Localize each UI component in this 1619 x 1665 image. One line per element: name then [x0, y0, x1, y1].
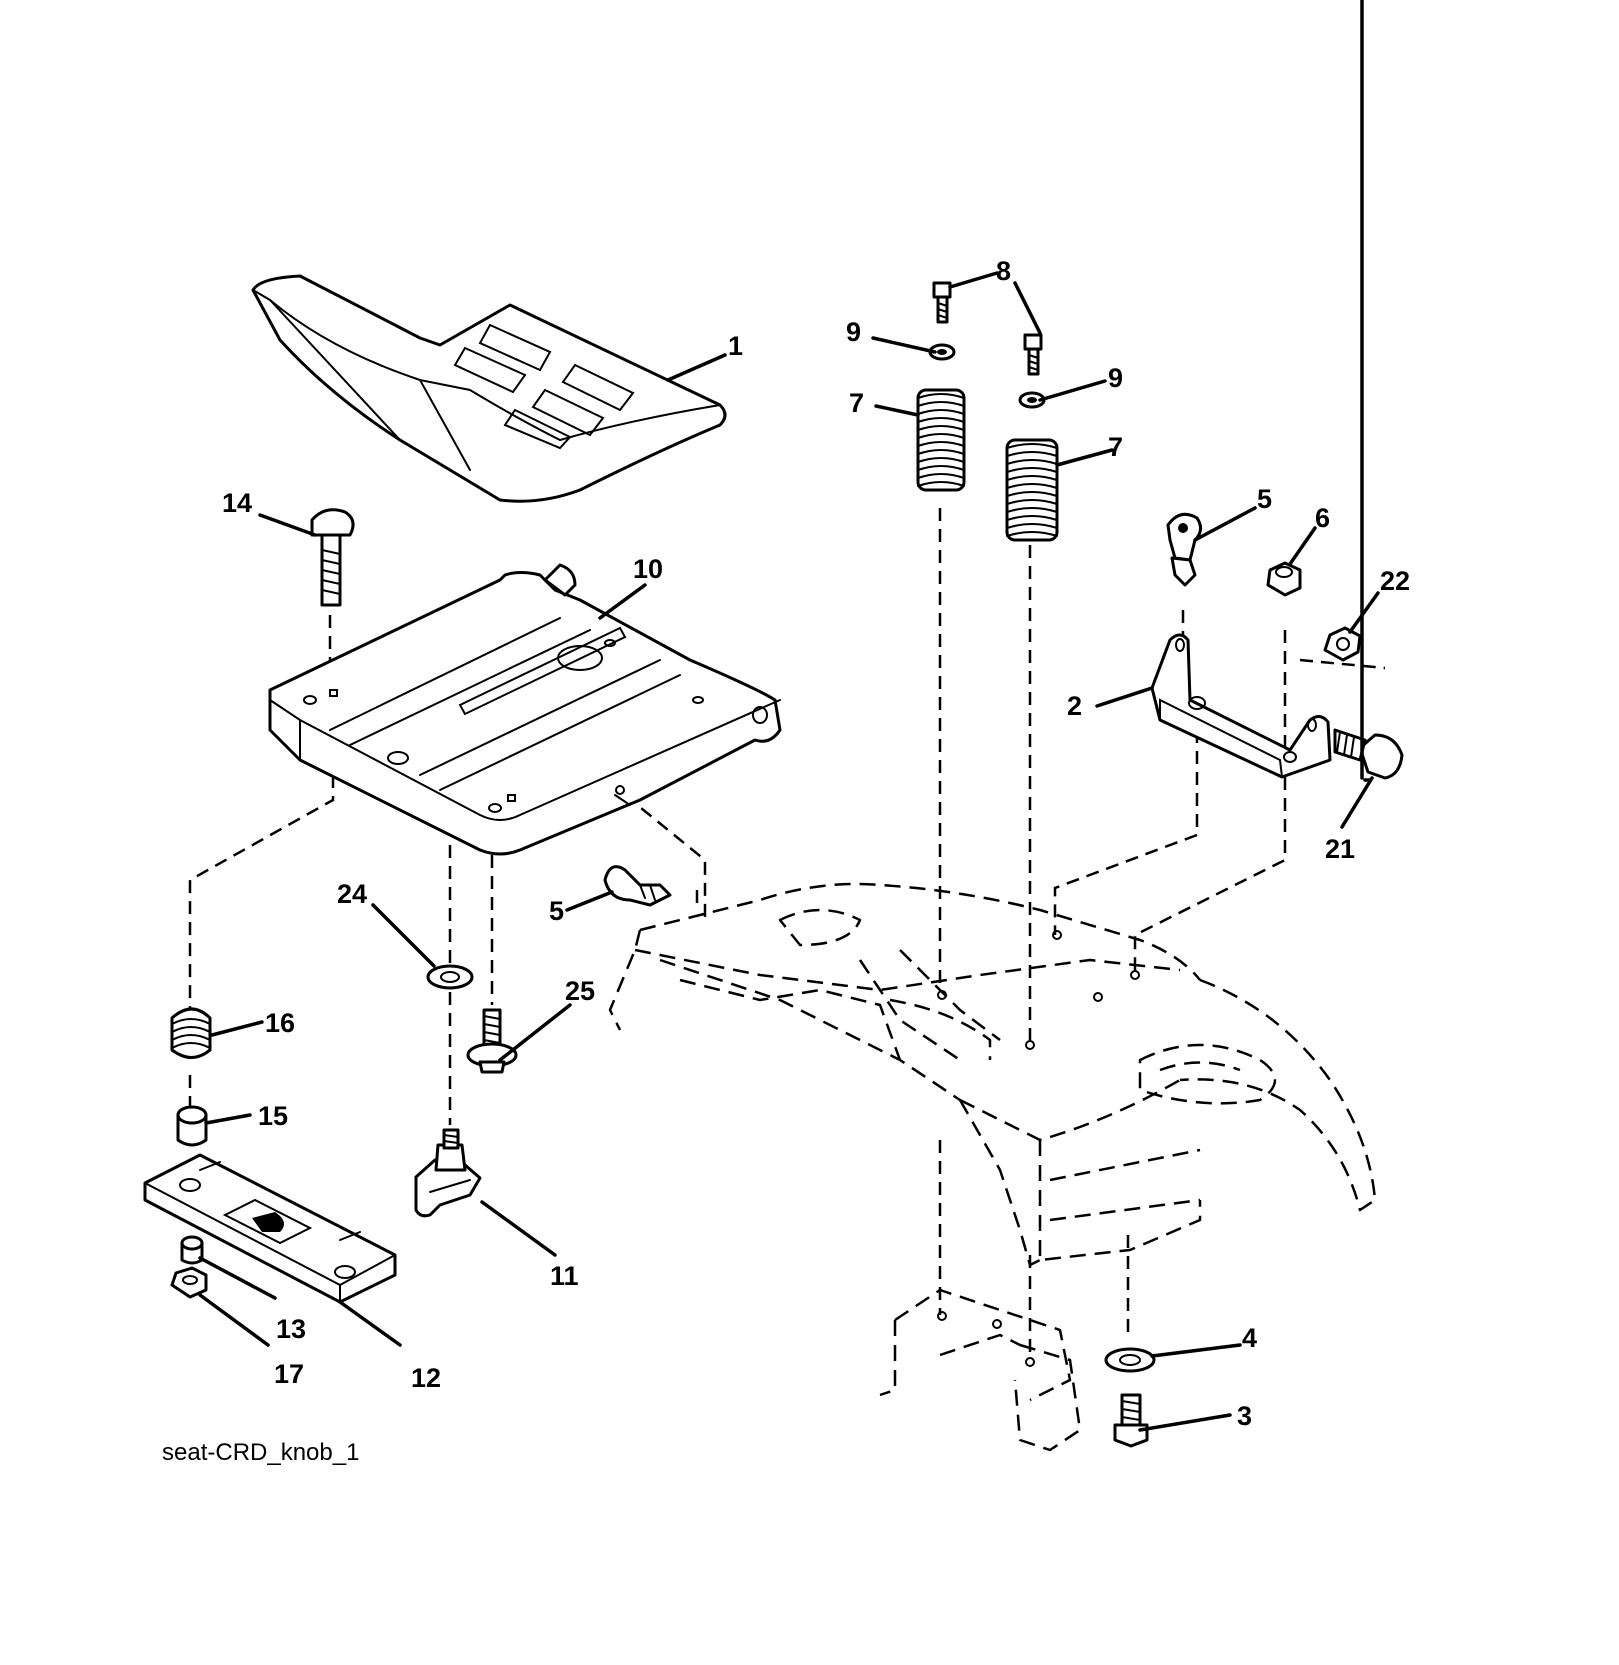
knob-part-11: [414, 1128, 482, 1218]
spacer-part-13: [180, 1235, 204, 1265]
clip-part-5-upper: [1166, 512, 1202, 587]
callout-label: 1: [728, 331, 743, 361]
diagram-caption: seat-CRD_knob_1: [162, 1439, 359, 1466]
washer-part-4: [1104, 1347, 1156, 1373]
lock-nut-part-6: [1266, 561, 1302, 597]
shoulder-bolt-part-21: [1333, 728, 1404, 780]
nut-part-17: [170, 1266, 208, 1299]
seat-part-1: [251, 274, 727, 503]
callout-label: 25: [565, 976, 595, 1006]
callout-label: 2: [1067, 691, 1082, 721]
spring-part-7-left: [916, 388, 966, 492]
callout-label: 11: [550, 1261, 579, 1291]
callout-label: 15: [258, 1101, 288, 1131]
callout-label: 8: [996, 256, 1011, 286]
clip-part-5-lower: [603, 865, 672, 907]
fender-frame-outline: [608, 882, 1377, 1452]
callout-label: 5: [1257, 484, 1272, 514]
callout-label: 22: [1380, 566, 1410, 596]
flange-bolt-part-25: [466, 1008, 518, 1074]
callout-label: 7: [1108, 432, 1123, 462]
hex-bolt-part-8-left: [932, 281, 952, 324]
callout-label: 7: [849, 388, 864, 418]
bolt-part-3: [1113, 1393, 1149, 1448]
callout-label: 13: [276, 1314, 306, 1344]
callout-label: 12: [411, 1363, 441, 1393]
callout-label: 21: [1325, 834, 1355, 864]
nut-part-22: [1323, 626, 1362, 662]
callout-label: 24: [337, 879, 367, 909]
spring-part-7-right: [1005, 438, 1059, 542]
assembly-lines: [188, 508, 1386, 1360]
washer-part-24: [426, 964, 474, 990]
bushing-part-15: [176, 1105, 208, 1147]
callout-label: 6: [1315, 503, 1330, 533]
callout-label: 17: [274, 1359, 304, 1389]
callout-label: 14: [222, 488, 252, 518]
seat-pan-part-10: [268, 563, 782, 856]
washer-part-9-right: [1018, 391, 1046, 409]
callout-label: 9: [1108, 363, 1123, 393]
callout-label: 5: [549, 896, 564, 926]
callout-label: 4: [1242, 1323, 1257, 1353]
callout-label: 10: [633, 554, 663, 584]
seat-pad-grid: [453, 323, 635, 450]
leader-lines: [198, 0, 1380, 1432]
callout-label: 3: [1237, 1401, 1252, 1431]
callout-labels: 1 2 3 4 5 5 6 7 7 8 9 9 10 11 12 13 14 1…: [222, 256, 1410, 1431]
plate-part-12: [143, 1153, 397, 1304]
hex-bolt-part-8-right: [1023, 333, 1043, 376]
callout-label: 9: [846, 317, 861, 347]
bracket-part-2: [1150, 633, 1332, 779]
callout-label: 16: [265, 1008, 295, 1038]
carriage-bolt-part-14: [310, 508, 355, 607]
spring-part-16: [170, 1007, 212, 1059]
